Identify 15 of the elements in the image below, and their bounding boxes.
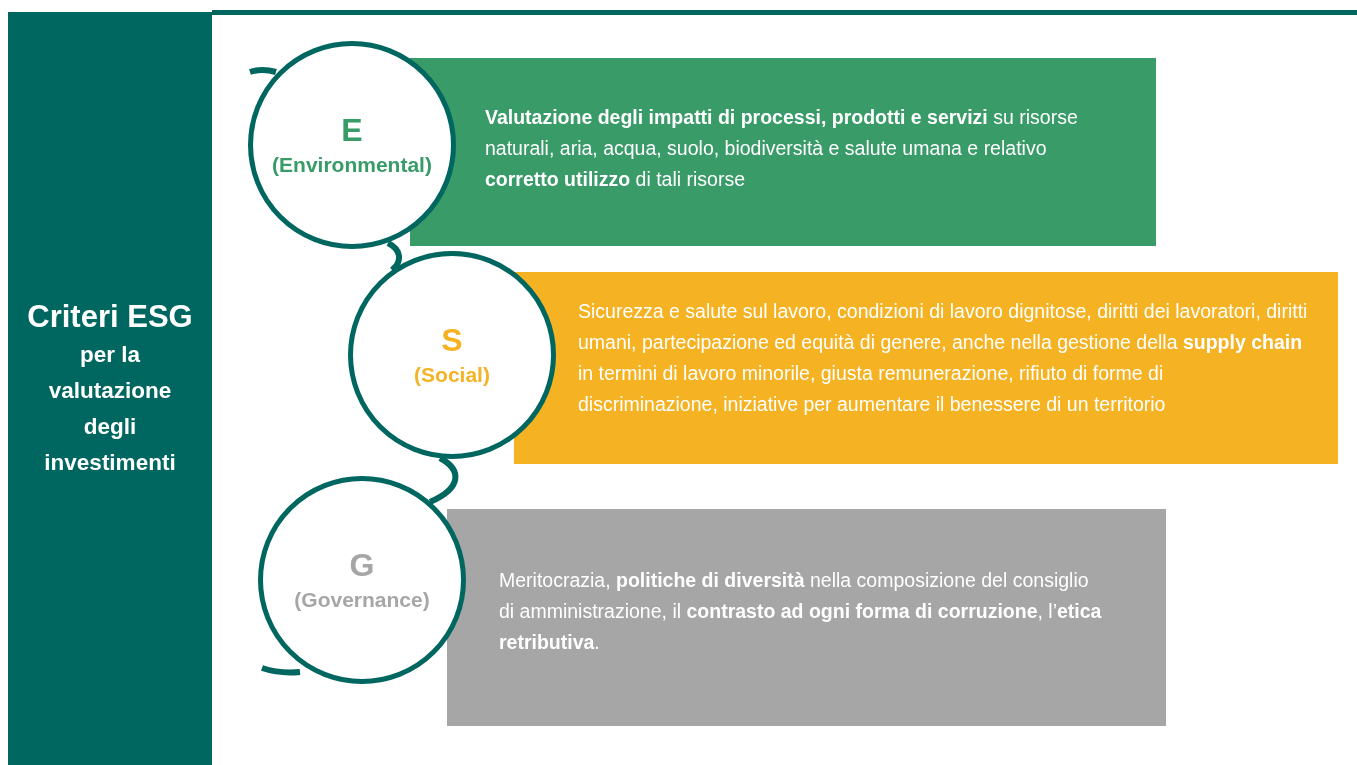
title-band: [8, 12, 212, 765]
description-text: Meritocrazia, politiche di diversità nella composizione del consiglio di amministrazione, il contrasto ad ogni forma di corruzione, l’etica retributiva.: [499, 568, 1103, 655]
criterion-letter: E: [341, 111, 363, 150]
criterion-name: (Environmental): [272, 152, 432, 178]
criterion-name: (Governance): [294, 587, 430, 613]
description-panel: [514, 272, 1338, 464]
description-text: Sicurezza e salute sul lavoro, condizioni di lavoro dignitose, diritti dei lavoratori, diritti umani, partecipazione ed equità di genere, anche nella gestione della supply chain in termini di lavoro minorile, giusta remunerazione, rifiuto di forme di discriminazione, iniziative per aumentare il benessere di un territorio: [578, 299, 1308, 417]
criterion-name: (Social): [414, 362, 490, 388]
connector-arc: [386, 240, 402, 273]
band-subheading: per la valutazione degli investimenti: [43, 340, 177, 477]
description-panel: [447, 509, 1166, 726]
band-heading: Criteri ESG: [27, 297, 193, 336]
criterion-letter: S: [441, 321, 463, 360]
criterion-letter: G: [349, 546, 375, 585]
description-text: Valutazione degli impatti di processi, prodotti e servizi su risorse naturali, aria, acqua, suolo, biodiversità e salute umana e relativo corretto utilizzo di tali risorse: [485, 105, 1079, 192]
